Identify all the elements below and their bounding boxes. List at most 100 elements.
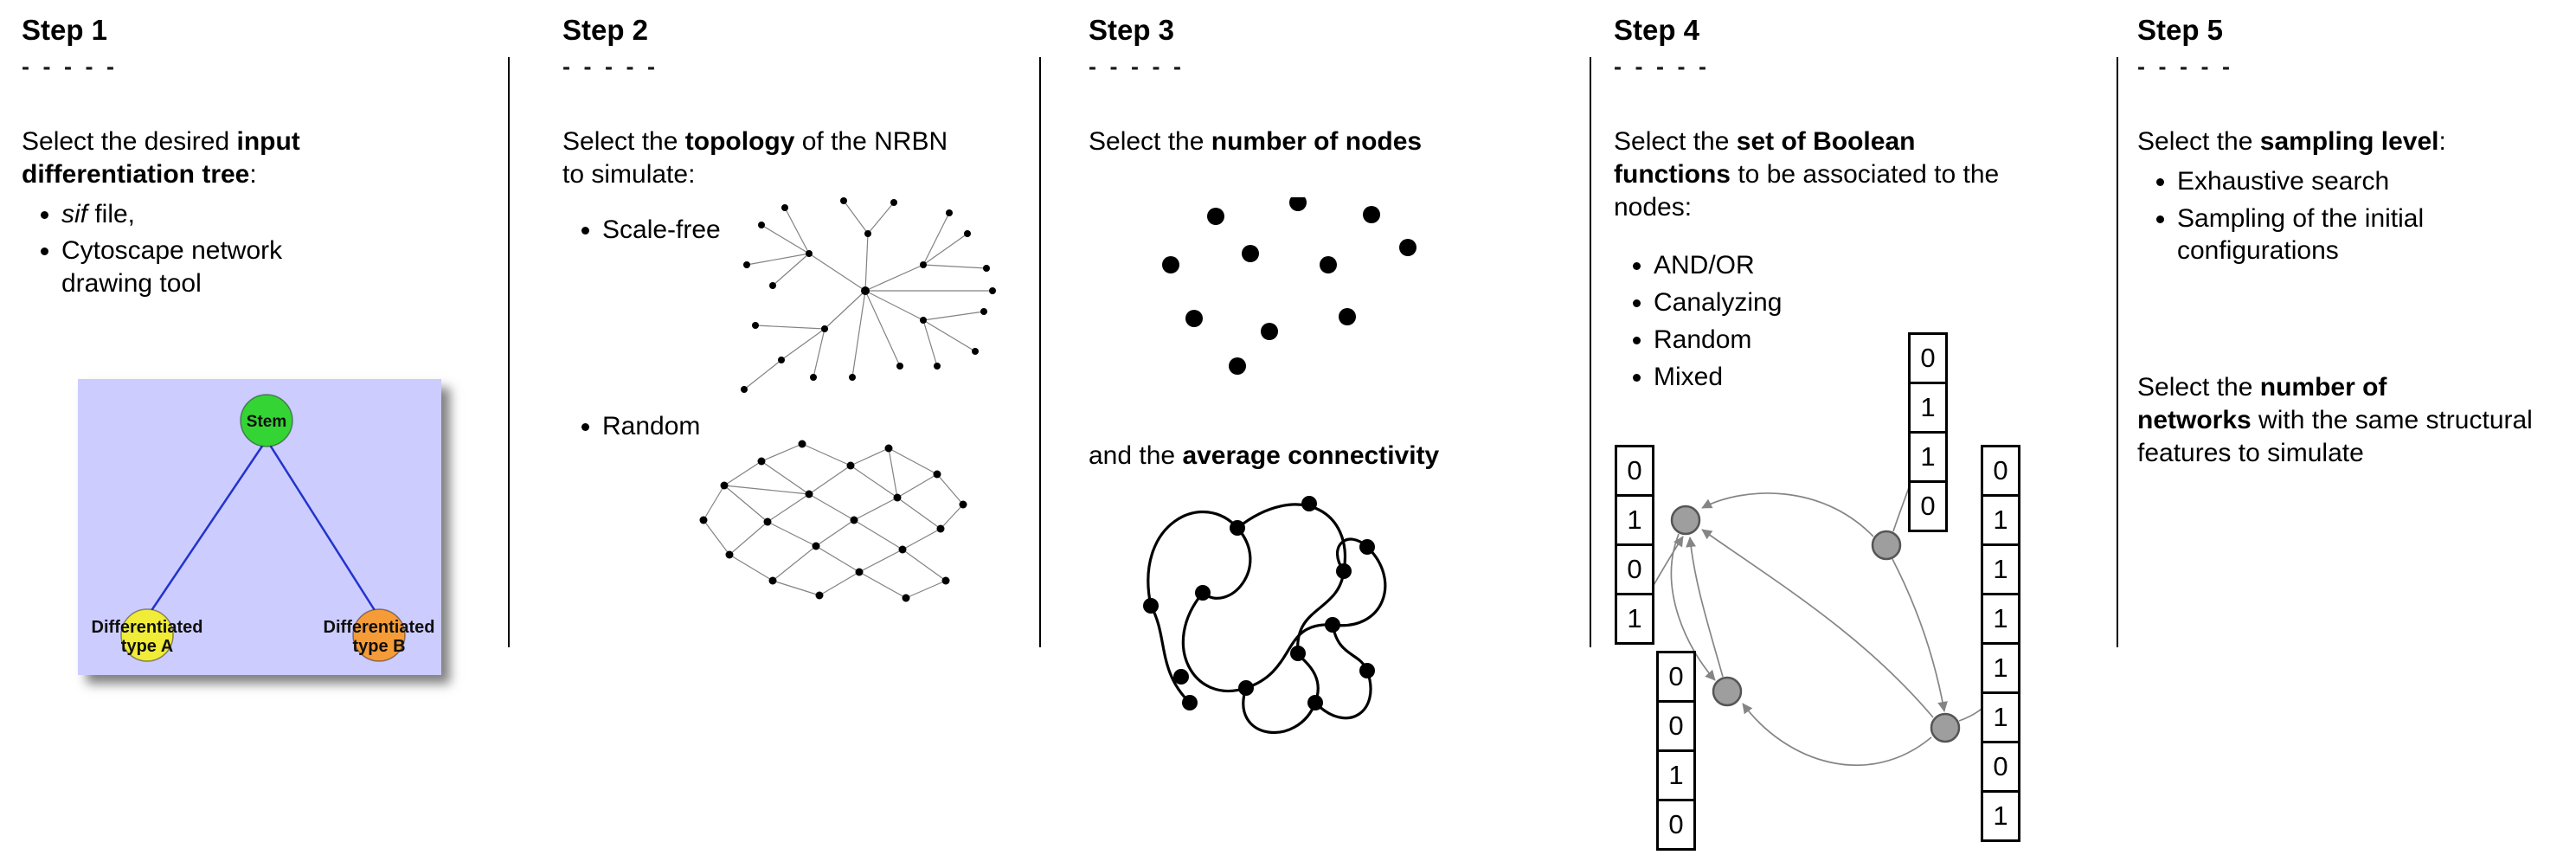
table-cell: 1: [1908, 431, 1948, 483]
table-cell: 0: [1656, 700, 1696, 752]
text-segment: to be associated to the nodes:: [1614, 159, 2000, 222]
text-segment: Select the desired: [22, 127, 237, 156]
table-cell: 1: [1615, 494, 1654, 546]
type-b-label-line2: type B: [352, 637, 405, 656]
boolean-node-1: [1670, 505, 1701, 536]
truth-table-left: 0 1 0 1: [1615, 445, 1654, 645]
step-4-intro: Select the set of Boolean functions to b…: [1614, 125, 2012, 223]
tangled-network-graphic: [1121, 476, 1467, 770]
differentiated-type-a-node: [120, 608, 174, 662]
type-b-label-line1: Differentiated: [324, 618, 435, 637]
step-2-column: Step 2 - - - - - Select the topology of …: [562, 14, 960, 447]
step-3-title: Step 3: [1089, 14, 1175, 46]
step-1-dashes: - - - - -: [22, 54, 118, 80]
step-4-bullet-list: AND/OR Canalyzing Random Mixed: [1614, 249, 2012, 393]
truth-table-right: 0 1 1 1 1 1 0 1: [1981, 445, 2020, 842]
text-segment-bold: number of nodes: [1211, 127, 1423, 156]
text-segment: with the same structural features to sim…: [2137, 405, 2533, 467]
table-cell: 1: [1981, 790, 2020, 842]
column-divider-4: [2117, 57, 2118, 647]
boolean-node-2: [1871, 530, 1902, 561]
step-2-bullet-random-list: Random: [562, 410, 960, 443]
table-cell: 1: [1981, 691, 2020, 743]
column-divider-3: [1590, 57, 1591, 647]
scale-free-edges: [743, 200, 992, 390]
boolean-network-graphic: [1609, 450, 2064, 855]
bullet-exhaustive-search: Exhaustive search: [2177, 165, 2540, 198]
differentiated-type-b-node: [352, 608, 406, 662]
table-cell: 1: [1656, 749, 1696, 801]
table-cell: 1: [1908, 382, 1948, 434]
table-cell: 1: [1981, 543, 2020, 595]
text-segment-bold: number of: [2259, 373, 2387, 402]
step-1-column: Step 1 - - - - - Select the desired inpu…: [22, 14, 368, 305]
stem-node: [240, 394, 293, 447]
step-3-dashes: - - - - -: [1089, 54, 1185, 80]
step-4-title: Step 4: [1614, 14, 1700, 46]
text-segment: Select the: [1089, 127, 1211, 156]
stem-node-label: Stem: [247, 413, 286, 431]
scattered-nodes-graphic: [1155, 194, 1432, 409]
column-divider-2: [1039, 57, 1041, 647]
text-segment-bold: set of Boolean functions: [1614, 127, 1916, 189]
boolean-node-4: [1930, 712, 1961, 743]
text-segment-bold: topology: [684, 127, 795, 156]
type-a-label-line2: type A: [121, 637, 173, 656]
text-segment-bold: average connectivity: [1182, 440, 1440, 470]
scattered-node-dots: [1162, 194, 1416, 375]
step-2-intro: Select the topology of the NRBN to simul…: [562, 125, 960, 191]
text-segment-bold: sampling level: [2259, 127, 2439, 156]
tangled-nodes: [1143, 496, 1375, 710]
boolean-network-nodes: [1670, 505, 1961, 743]
table-cell: 1: [1981, 494, 2020, 546]
truth-table-top: 0 1 1 0: [1908, 332, 1948, 532]
truth-table-bottom: 0 0 1 0: [1656, 651, 1696, 851]
bullet-scale-free: Scale-free: [602, 214, 960, 247]
step-3-line2: and the average connectivity: [1089, 440, 1573, 472]
scale-free-nodes: [741, 197, 996, 393]
tree-edge-to-type-b: [265, 439, 379, 615]
step-5-column: Step 5 - - - - - Select the sampling lev…: [2137, 14, 2540, 470]
table-cell: 1: [1981, 642, 2020, 694]
tangled-network-svg: [1143, 496, 1387, 734]
text-segment: Select the: [562, 127, 685, 156]
table-cell: 0: [1981, 445, 2020, 497]
column-divider-1: [508, 57, 510, 647]
bullet-sif-file: sif file,: [61, 198, 368, 231]
bullet-canalyzing: Canalyzing: [1654, 286, 2012, 319]
text-segment-bold: networks: [2137, 405, 2252, 434]
text-segment: of the NRBN to simulate:: [562, 127, 948, 189]
differentiation-tree-graphic: Stem Differentiated type A Differentiate…: [78, 379, 441, 675]
text-segment: Select the: [1614, 127, 1737, 156]
step-4-column: Step 4 - - - - - Select the set of Boole…: [1614, 14, 2012, 398]
step-3-column: Step 3 - - - - - Select the number of no…: [1089, 14, 1573, 472]
table-cell: 0: [1908, 332, 1948, 384]
table-cell: 0: [1615, 543, 1654, 595]
tree-edge-to-type-a: [147, 439, 268, 615]
step-2-dashes: - - - - -: [562, 54, 658, 80]
type-a-label-line1: Differentiated: [92, 618, 203, 637]
text-segment: Select the: [2137, 373, 2260, 402]
table-cell: 0: [1615, 445, 1654, 497]
bullet-sampling-initial: Sampling of the initial configurations: [2177, 202, 2540, 268]
bullet-mixed: Mixed: [1654, 361, 2012, 394]
bullet-cytoscape: Cytoscape network drawing tool: [61, 235, 368, 300]
text-segment: :: [2438, 127, 2446, 156]
random-network-svg: [699, 440, 967, 602]
random-edges: [703, 443, 964, 599]
differentiation-tree-svg: Stem Differentiated type A Differentiate…: [78, 379, 441, 675]
table-cell: 0: [1656, 799, 1696, 851]
text-segment: Select the: [2137, 127, 2260, 156]
table-cell: 1: [1981, 593, 2020, 645]
text-segment: :: [249, 159, 257, 189]
step-1-title: Step 1: [22, 14, 108, 46]
step-1-intro: Select the desired input differentiation…: [22, 125, 368, 191]
step-2-title: Step 2: [562, 14, 649, 46]
table-cell: 0: [1981, 741, 2020, 793]
text-segment-bold: input differentiation tree: [22, 127, 300, 189]
text-segment: file,: [87, 199, 136, 228]
step-5-dashes: - - - - -: [2137, 54, 2233, 80]
bullet-random-functions: Random: [1654, 324, 2012, 357]
